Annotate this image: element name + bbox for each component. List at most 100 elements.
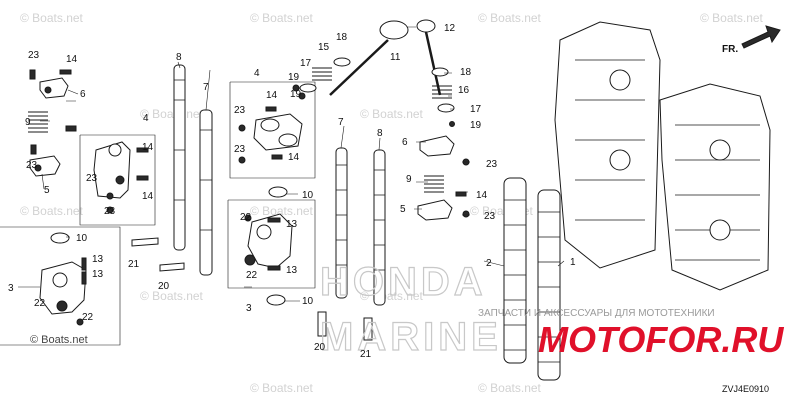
callout: 10 bbox=[302, 190, 314, 201]
callout: 13 bbox=[286, 265, 298, 276]
shafts-left bbox=[131, 64, 213, 276]
bolt-20 bbox=[159, 262, 185, 272]
callout: 10 bbox=[302, 296, 314, 307]
diagram-code: ZVJ4E0910 bbox=[722, 384, 769, 394]
fr-direction-arrow: FR. bbox=[722, 25, 781, 55]
rocker-assembly-mid-lower bbox=[244, 186, 293, 306]
bolt-14-g bbox=[455, 191, 467, 197]
valve-head-12 bbox=[416, 19, 436, 33]
callout: 14 bbox=[266, 90, 278, 101]
pin-23 bbox=[29, 69, 36, 80]
callout: 20 bbox=[314, 342, 326, 353]
callout: 21 bbox=[360, 349, 372, 360]
bushing-4b bbox=[260, 118, 280, 132]
head-port bbox=[709, 139, 731, 161]
callout: 9 bbox=[25, 117, 31, 128]
callout: 19 bbox=[288, 72, 300, 83]
watermark-text: © Boats.net bbox=[478, 381, 542, 395]
box-rocker-assembly-3b bbox=[227, 199, 316, 289]
callout: 23 bbox=[234, 144, 246, 155]
callout: 18 bbox=[460, 67, 472, 78]
camshaft-2-lobes bbox=[504, 199, 526, 351]
overlay-brand-line2: MARINE bbox=[320, 315, 502, 359]
clip-19 bbox=[292, 84, 300, 92]
callout: 22 bbox=[240, 212, 252, 223]
camshaft-1 bbox=[537, 189, 561, 381]
callout: 19 bbox=[290, 89, 302, 100]
rocker-assembly-mid-upper bbox=[238, 84, 306, 164]
callout: 22 bbox=[34, 298, 46, 309]
bottom-left-watermark: © Boats.net bbox=[30, 334, 88, 346]
watermark-text: © Boats.net bbox=[250, 11, 314, 25]
spring-16 bbox=[432, 85, 452, 99]
bolt-13 bbox=[81, 257, 87, 271]
washer-10-c bbox=[266, 294, 286, 306]
valve-stem-12 bbox=[424, 31, 442, 96]
rocker-shaft-8 bbox=[173, 64, 186, 251]
arrow-icon bbox=[741, 25, 781, 49]
callout: 14 bbox=[66, 54, 78, 65]
callout: 23 bbox=[484, 211, 496, 222]
rocker-shaft-7-b bbox=[335, 147, 348, 299]
watermark-text: © Boats.net bbox=[250, 204, 314, 218]
shaft-marks-b bbox=[336, 164, 385, 271]
callout: 19 bbox=[470, 120, 482, 131]
seal-18 bbox=[333, 57, 351, 67]
callout: 23 bbox=[86, 173, 98, 184]
camshaft-1-lobes bbox=[538, 211, 560, 363]
bolt-13-d bbox=[267, 265, 281, 271]
callout: 17 bbox=[470, 104, 482, 115]
washer-10-b bbox=[268, 186, 288, 198]
callout: 11 bbox=[390, 52, 401, 63]
callout: 2 bbox=[486, 258, 492, 269]
watermark-text: © Boats.net bbox=[478, 11, 542, 25]
valve-stem-11 bbox=[329, 39, 389, 96]
camshaft-2 bbox=[503, 177, 527, 364]
callout: 3 bbox=[8, 283, 14, 294]
clip-19-c bbox=[449, 121, 455, 127]
roller-22 bbox=[56, 300, 68, 312]
rocker-bracket-3 bbox=[39, 261, 87, 315]
head-rear-detail bbox=[575, 59, 645, 221]
shaft-marks bbox=[174, 79, 212, 231]
bolt-14-f bbox=[271, 154, 283, 160]
rocker-bracket-4-b bbox=[253, 113, 303, 151]
watermark-text: © Boats.net bbox=[140, 289, 204, 303]
callout: 22 bbox=[82, 312, 94, 323]
shop-brand: MOTOFOR.RU bbox=[538, 319, 784, 360]
rocker-shaft-7 bbox=[199, 109, 213, 276]
callout: 15 bbox=[318, 42, 330, 53]
bolt-13-c bbox=[267, 217, 281, 223]
callout: 21 bbox=[128, 259, 140, 270]
callout: 14 bbox=[142, 142, 154, 153]
overlay-brand-line1: HONDA bbox=[320, 260, 487, 304]
watermark-text: © Boats.net bbox=[250, 381, 314, 395]
callout: 14 bbox=[476, 190, 488, 201]
bolt-21 bbox=[131, 237, 159, 247]
rocker-arm-6 bbox=[39, 77, 69, 99]
box-rocker-assembly-4b bbox=[229, 81, 316, 179]
left-column-parts bbox=[28, 69, 77, 177]
overlay-branding: HONDA MARINE ЗАПЧАСТИ И АКСЕССУАРЫ ДЛЯ М… bbox=[319, 259, 784, 360]
valve-head-11 bbox=[379, 20, 409, 40]
leader-lines bbox=[18, 26, 565, 302]
watermark-text: © Boats.net bbox=[140, 107, 204, 121]
callout: 10 bbox=[76, 233, 88, 244]
rocker-arm-6-b bbox=[419, 135, 455, 157]
callout: 23 bbox=[28, 50, 40, 61]
callout: 5 bbox=[44, 185, 50, 196]
shafts-right bbox=[317, 147, 386, 341]
callout: 9 bbox=[406, 174, 412, 185]
callout: 8 bbox=[176, 52, 182, 63]
rocker-assembly-left-lower bbox=[39, 232, 87, 326]
roller-5 bbox=[34, 164, 42, 172]
callout: 23 bbox=[26, 160, 38, 171]
valve-parts-right bbox=[416, 19, 470, 221]
pin-23-d bbox=[106, 206, 114, 214]
callout: 5 bbox=[400, 204, 406, 215]
callout: 12 bbox=[444, 23, 456, 34]
watermark-text: © Boats.net bbox=[20, 11, 84, 25]
bolt-14-e bbox=[265, 106, 277, 112]
bushing bbox=[108, 143, 122, 157]
callout: 7 bbox=[203, 82, 209, 93]
